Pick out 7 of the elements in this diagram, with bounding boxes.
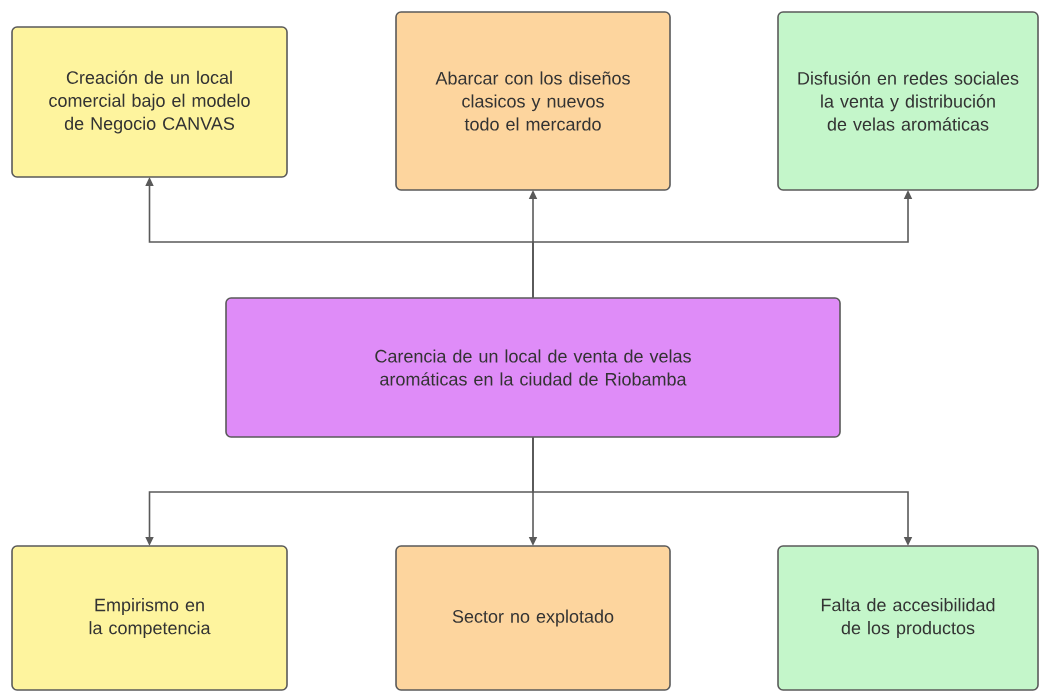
text-box: Abarcar con los diseños clasicos y nuevos todo el mercardo [395,11,671,191]
text-box: Sector no explotado [395,545,671,691]
text-box: Creación de un local comercial bajo el modelo de Negocio CANVAS [11,26,288,178]
text-box: Falta de accesibilidad de los productos [777,545,1039,691]
text-box: Empirismo en la competencia [11,545,288,691]
text-box: Disfusión en redes sociales la venta y distribución de velas aromáticas [777,11,1039,191]
problem-box: Carencia de un local de venta de velas aromáticas en la ciudad de Riobamba [225,297,841,438]
